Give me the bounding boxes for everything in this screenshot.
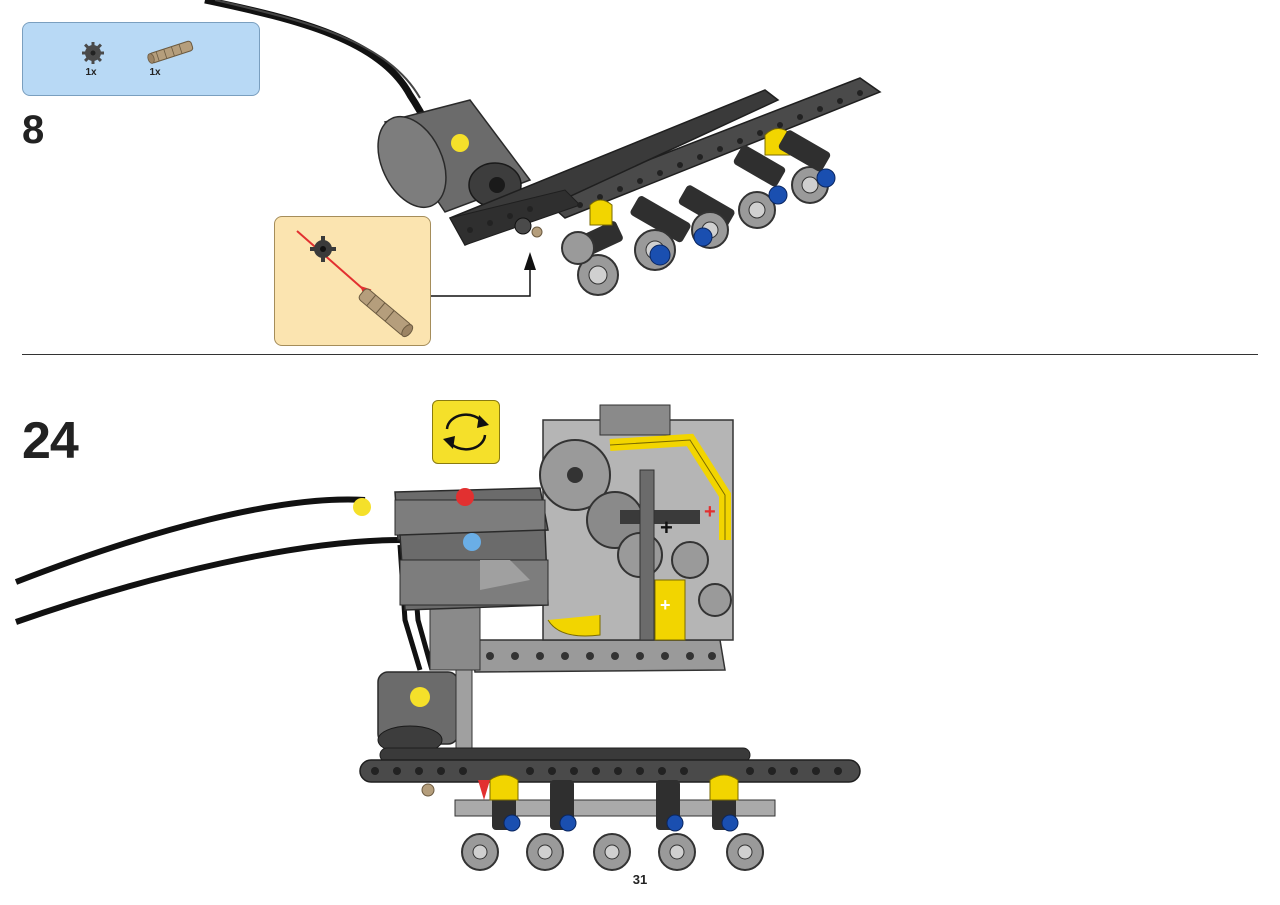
rotate-model-icon <box>432 400 500 464</box>
gearbox-assembly: + + + <box>539 404 734 641</box>
svg-text:+: + <box>660 595 671 615</box>
motor <box>377 99 532 213</box>
motor <box>394 487 549 541</box>
wheel-hubs <box>561 128 836 296</box>
svg-text:+: + <box>704 501 716 523</box>
liftarm-beams <box>448 77 882 246</box>
step-divider <box>22 354 1258 355</box>
wheel-hubs <box>454 774 776 871</box>
axle-pin-icon <box>143 37 199 72</box>
liftarm-beams <box>359 747 861 797</box>
motor <box>377 669 473 755</box>
gear-icon <box>81 41 105 70</box>
step-number: 24 <box>22 412 79 470</box>
motor <box>399 529 549 611</box>
part-quantity: 1x <box>85 67 97 78</box>
frame-beams <box>429 599 726 673</box>
parts-list-callout: 1x 1x <box>22 22 260 96</box>
step-number: 8 <box>22 108 44 152</box>
sub-assembly-callout <box>274 216 431 346</box>
svg-text:+: + <box>660 515 673 540</box>
part-quantity: 1x <box>149 67 161 78</box>
page-number: 31 <box>632 872 648 887</box>
